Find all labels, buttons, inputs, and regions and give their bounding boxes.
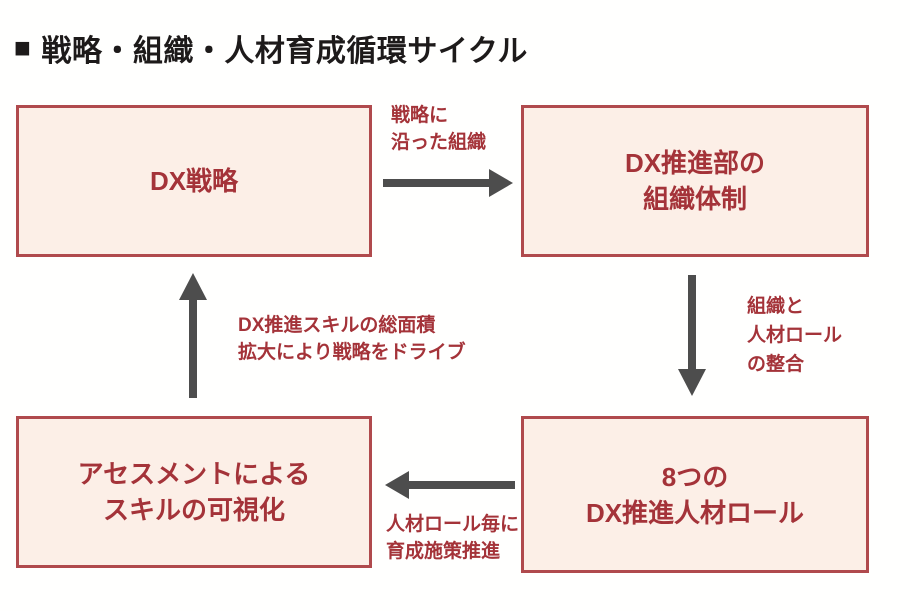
box-dx-strategy: DX戦略 bbox=[16, 105, 372, 257]
arrow-label-roles-to-assessment: 人材ロール毎に 育成施策推進 bbox=[386, 514, 520, 562]
arrow-label-strategy-to-org: 戦略に 沿った組織 bbox=[391, 105, 487, 153]
box-eight-dx-roles-line-2: DX推進人材ロール bbox=[585, 497, 805, 528]
box-dx-promotion-dept-org-line-2: 組織体制 bbox=[642, 184, 747, 214]
square-bullet-icon: ■ bbox=[14, 32, 32, 63]
box-eight-dx-roles-line-1: 8つの bbox=[661, 461, 729, 492]
box-assessment-line-2: スキルの可視化 bbox=[102, 495, 285, 525]
box-dx-strategy-label: DX戦略 bbox=[149, 166, 239, 196]
arrow-right-strategy-to-org-icon bbox=[383, 168, 515, 198]
arrow-label-assessment-to-strategy: DX推進スキルの総面積 拡大により戦略をドライブ bbox=[238, 315, 466, 363]
box-dx-promotion-dept-org: DX推進部の 組織体制 bbox=[521, 105, 869, 257]
page-title: ■ 戦略・組織・人材育成循環サイクル bbox=[14, 26, 528, 70]
arrow-left-roles-to-assessment-icon bbox=[385, 470, 515, 500]
box-assessment-line-1: アセスメントによる bbox=[77, 459, 311, 489]
arrow-label-org-to-roles: 組織と 人材ロール の整合 bbox=[747, 296, 843, 375]
box-eight-dx-roles: 8つの DX推進人材ロール bbox=[521, 416, 869, 573]
box-dx-promotion-dept-org-line-1: DX推進部の bbox=[624, 148, 766, 178]
arrow-down-org-to-roles-icon bbox=[677, 275, 707, 397]
page-title-text: 戦略・組織・人材育成循環サイクル bbox=[41, 35, 528, 68]
arrow-up-assessment-to-strategy-icon bbox=[178, 273, 208, 398]
box-assessment-skill-visualization: アセスメントによる スキルの可視化 bbox=[16, 416, 372, 568]
